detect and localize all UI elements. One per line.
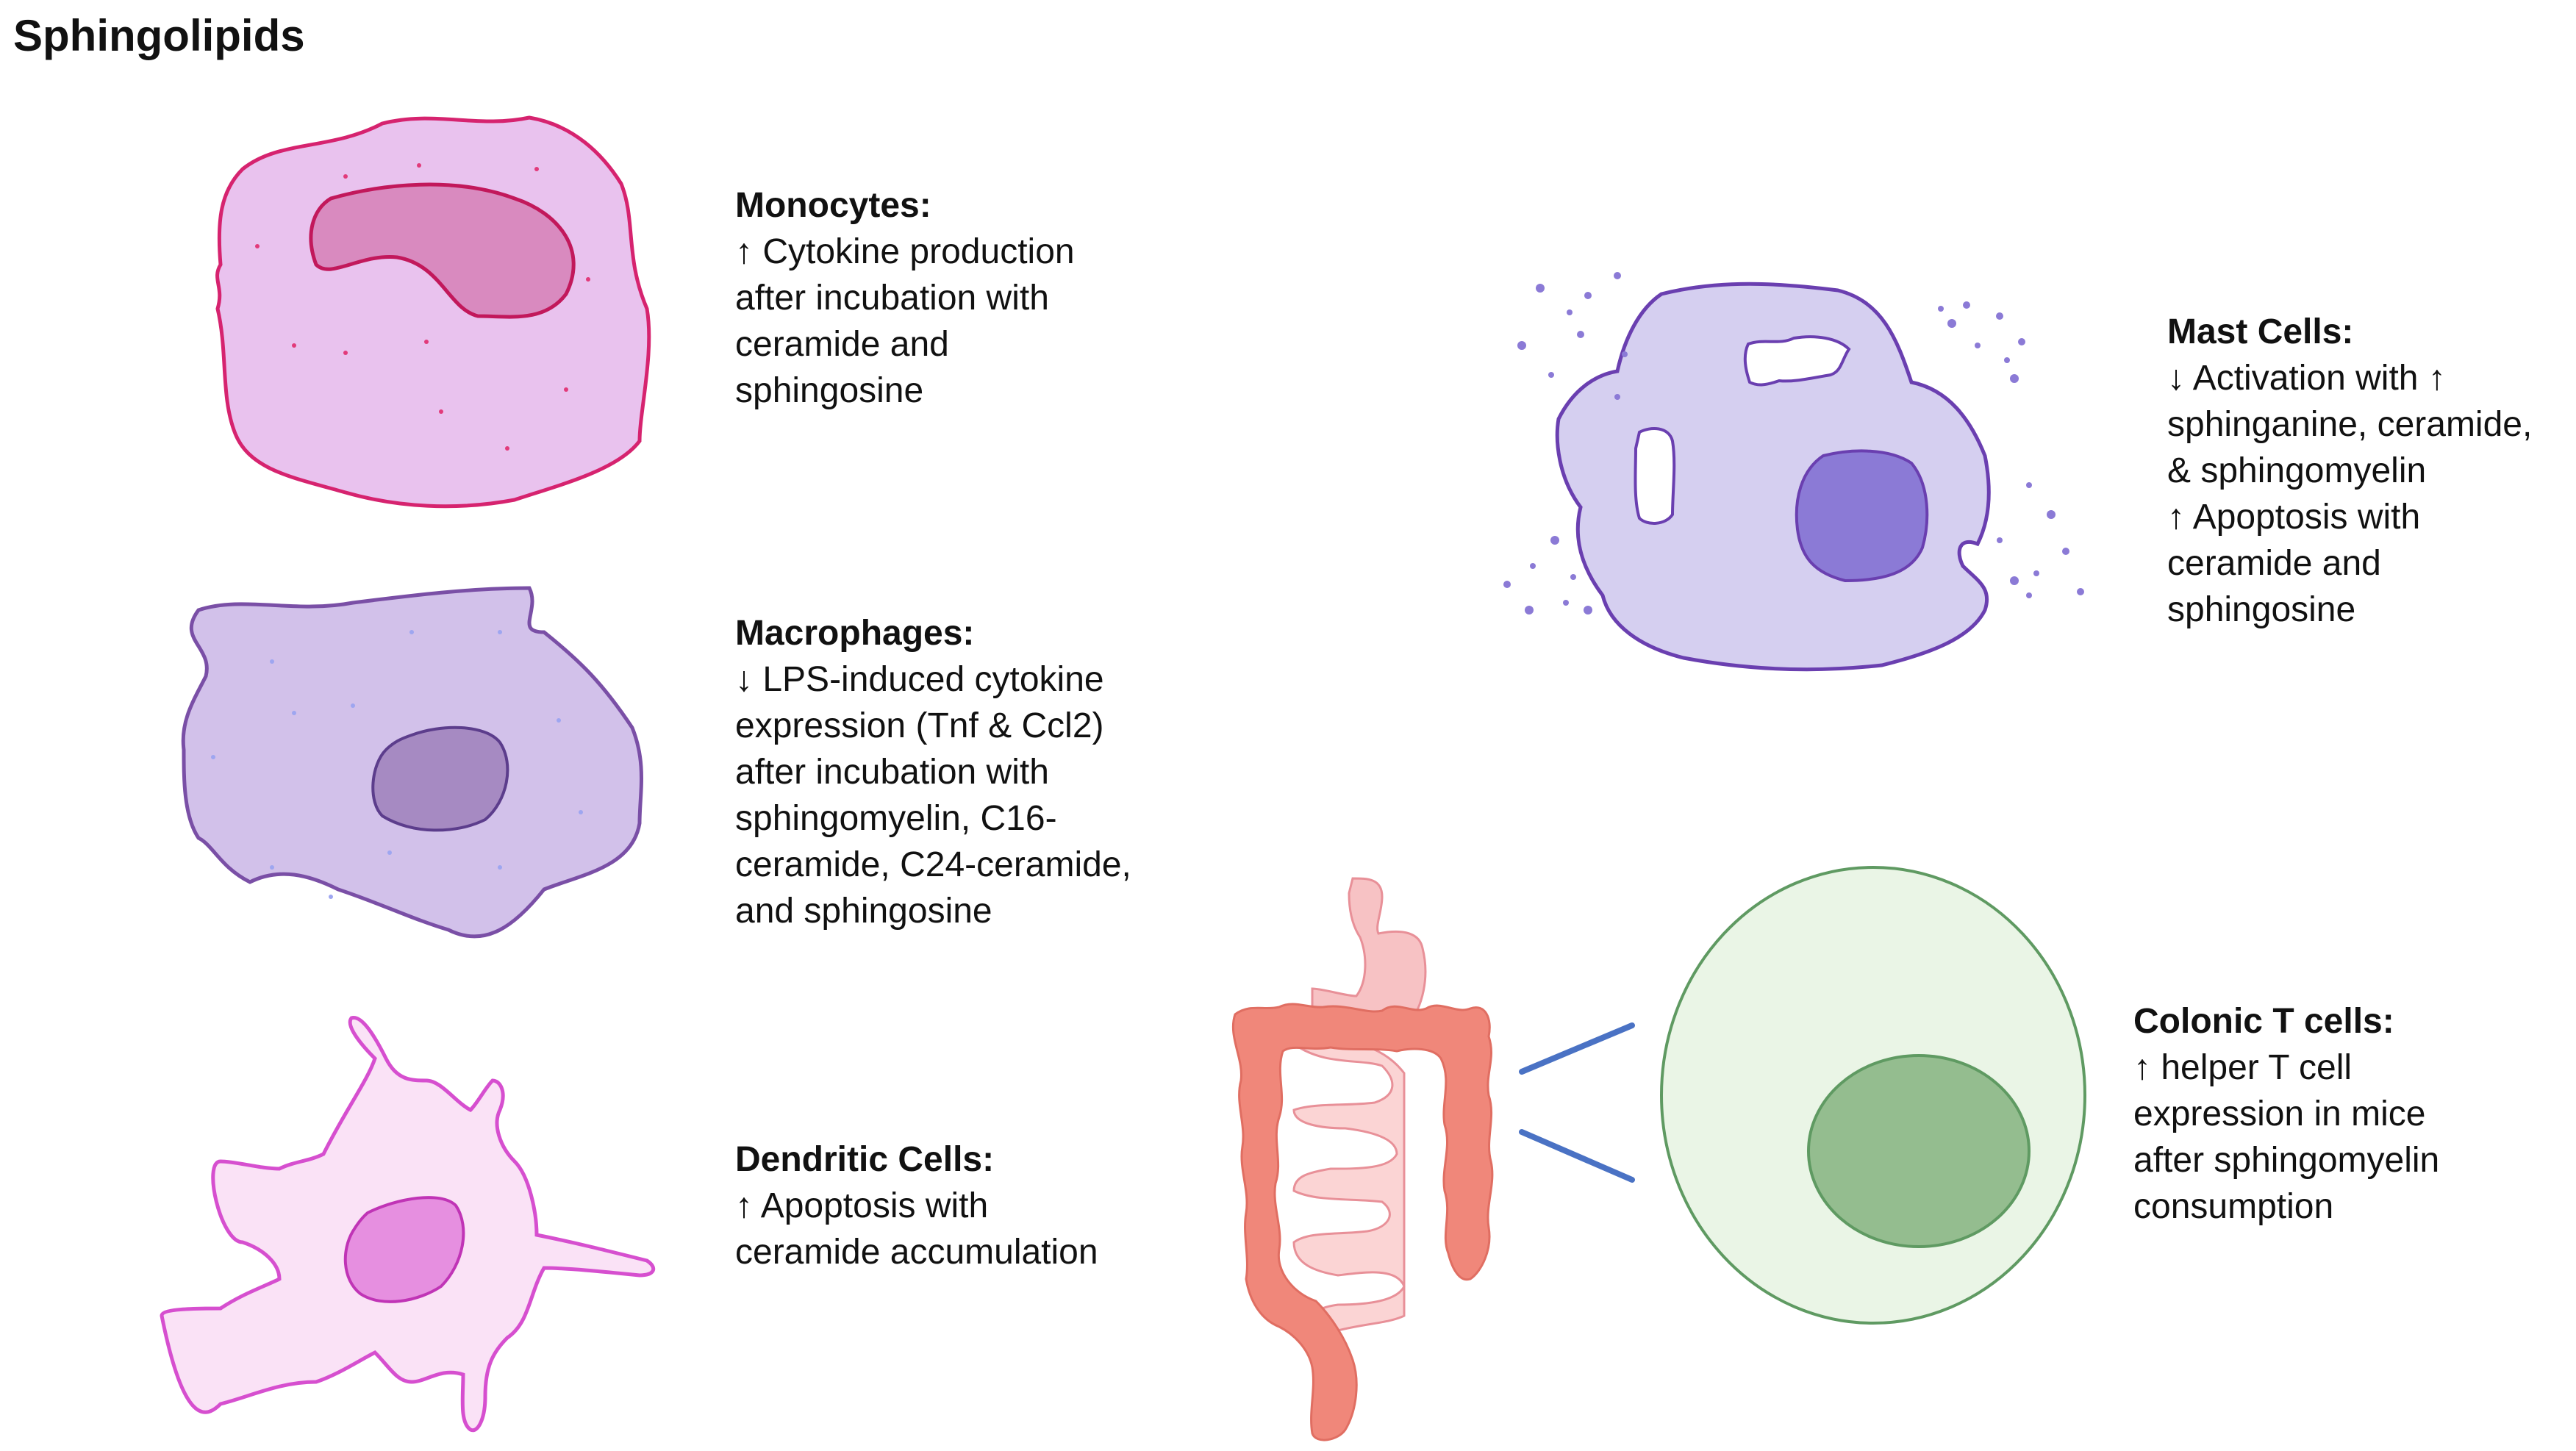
mast-vacuole-top <box>1743 335 1851 387</box>
mast-cells-line: sphinganine, ceramide, <box>2167 405 2533 444</box>
monocytes-line: ↑ Cytokine production <box>735 232 1075 271</box>
monocytes-heading: Monocytes: <box>735 186 931 225</box>
monocyte-granules <box>255 163 590 451</box>
t-cells-line: expression in mice <box>2133 1094 2426 1133</box>
t-cells-line: ↑ helper T cell <box>2133 1048 2353 1087</box>
mast-cells-heading: Mast Cells: <box>2167 312 2354 351</box>
macrophage-granules <box>211 630 583 899</box>
mast-nucleus <box>1795 449 1929 583</box>
monocytes-line: after incubation with <box>735 279 1049 318</box>
monocyte-cell <box>215 115 651 509</box>
t-cells-line: after sphingomyelin <box>2133 1141 2440 1180</box>
macrophages-heading: Macrophages: <box>735 614 975 653</box>
connector-line-lower <box>1519 1129 1635 1183</box>
mast-cells-label: Mast Cells: ↓ Activation with ↑ sphingan… <box>2167 309 2532 633</box>
dendritic-nucleus <box>343 1196 465 1303</box>
macrophages-label: Macrophages: ↓ LPS-induced cytokine expr… <box>735 610 1131 934</box>
mast-cells-line: ↑ Apoptosis with <box>2167 498 2421 537</box>
macrophages-line: after incubation with <box>735 753 1049 792</box>
t-cell-nucleus <box>1807 1054 2031 1248</box>
monocyte-nucleus <box>309 182 576 319</box>
macrophages-line: ceramide, C24-ceramide, <box>735 845 1131 884</box>
dendritic-label: Dendritic Cells: ↑ Apoptosis with cerami… <box>735 1136 1098 1275</box>
small-intestine <box>1291 1038 1406 1332</box>
page-title: Sphingolipids <box>13 11 305 60</box>
macrophage-cell <box>181 586 643 939</box>
mast-cells-line: sphingosine <box>2167 590 2356 629</box>
macrophage-nucleus <box>371 726 509 832</box>
mast-cells-line: & sphingomyelin <box>2167 451 2427 490</box>
monocyte-membrane <box>215 115 651 509</box>
t-cells-heading: Colonic T cells: <box>2133 1002 2394 1041</box>
macrophages-line: ↓ LPS-induced cytokine <box>735 660 1104 699</box>
dendritic-line: ceramide accumulation <box>735 1233 1098 1272</box>
t-cell <box>1660 866 2086 1325</box>
t-cells-label: Colonic T cells: ↑ helper T cell express… <box>2133 998 2439 1230</box>
macrophages-line: expression (Tnf & Ccl2) <box>735 706 1104 745</box>
connector-lines <box>1519 1022 1635 1183</box>
large-intestine <box>1231 1003 1494 1441</box>
mast-vacuole-left <box>1634 427 1676 525</box>
intestine-illustration <box>1231 877 1494 1441</box>
dendritic-heading: Dendritic Cells: <box>735 1140 995 1179</box>
connector-line-upper <box>1519 1022 1635 1075</box>
mast-cell <box>1503 272 2084 672</box>
mast-cells-line: ceramide and <box>2167 544 2381 583</box>
dendritic-cell <box>160 1016 656 1433</box>
monocytes-line: sphingosine <box>735 371 924 410</box>
macrophages-line: sphingomyelin, C16- <box>735 799 1057 838</box>
t-cells-line: consumption <box>2133 1187 2334 1226</box>
monocytes-line: ceramide and <box>735 325 949 364</box>
macrophages-line: and sphingosine <box>735 892 992 931</box>
mast-granules <box>1503 272 2084 615</box>
mast-cells-line: ↓ Activation with ↑ <box>2167 359 2446 398</box>
dendritic-line: ↑ Apoptosis with <box>735 1186 989 1225</box>
monocytes-label: Monocytes: ↑ Cytokine production after i… <box>735 182 1075 414</box>
